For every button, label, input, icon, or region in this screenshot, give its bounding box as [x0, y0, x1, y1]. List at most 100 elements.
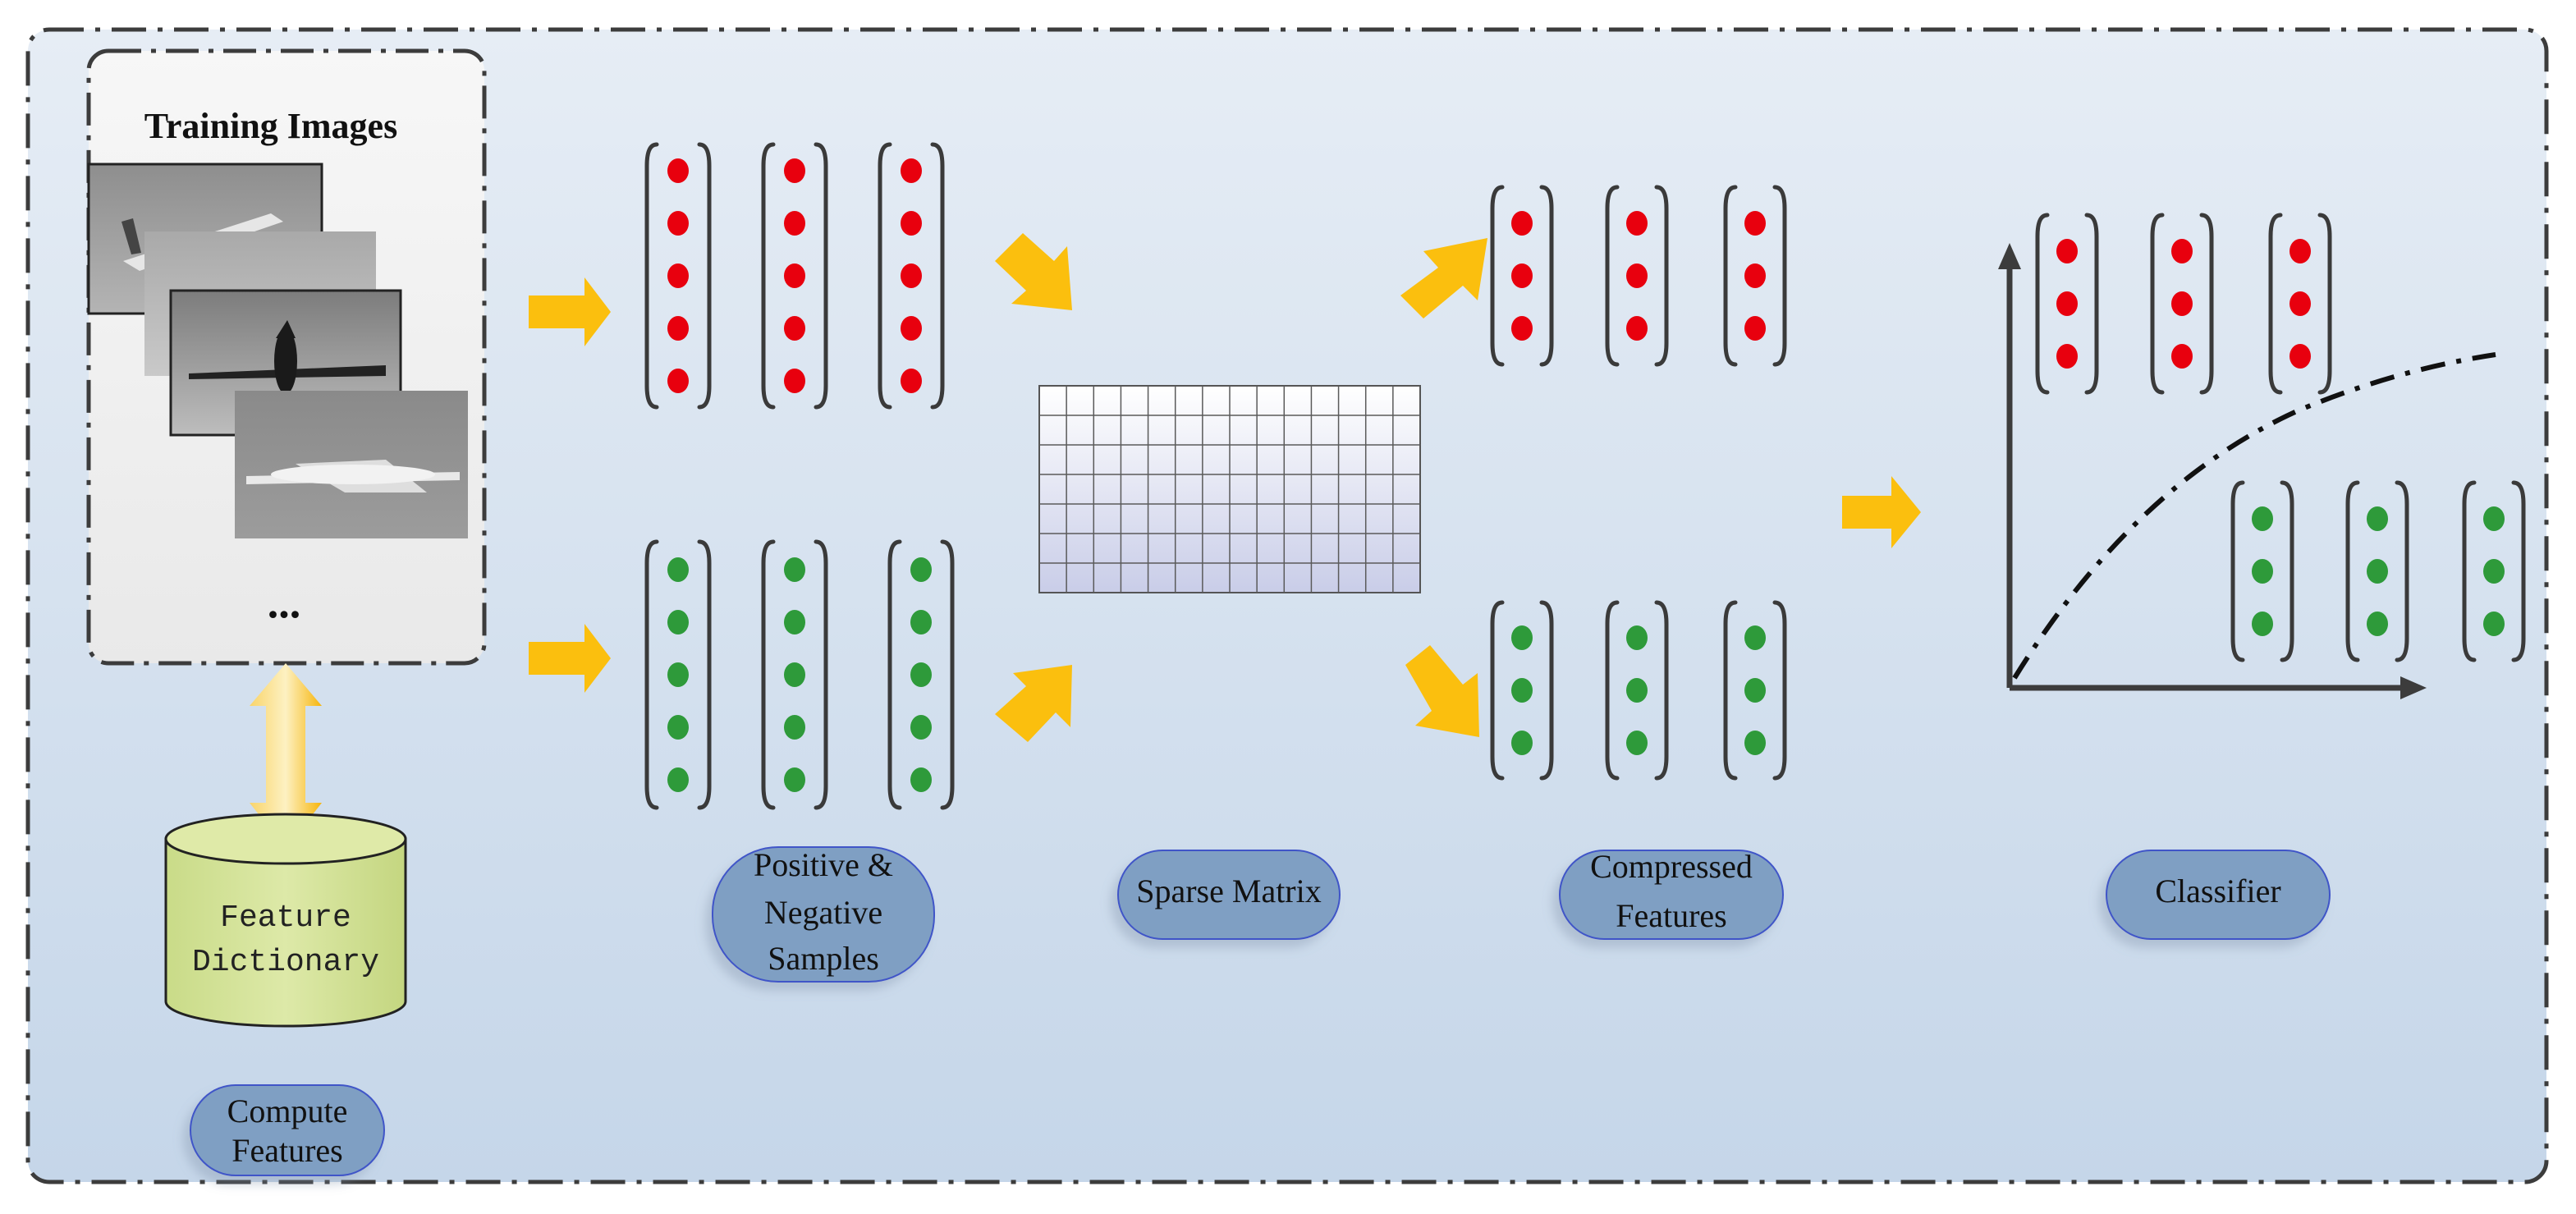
feature-dot [2367, 559, 2388, 584]
feature-dot [784, 316, 805, 341]
classifier-axes [1998, 243, 2427, 699]
classifier-positive-cluster [2035, 213, 2332, 395]
feature-dot [901, 263, 922, 288]
training-images-panel: Training Images ... [86, 48, 487, 666]
compressed-positive-features [1490, 185, 1787, 367]
feature-dot [2171, 239, 2193, 263]
feature-vector [2268, 213, 2332, 395]
feature-dot [2367, 506, 2388, 531]
feature-dot [784, 767, 805, 792]
feature-dot [1626, 263, 1648, 288]
feature-dot [1744, 731, 1766, 755]
svg-text:Compute: Compute [227, 1093, 348, 1129]
feature-dot [784, 158, 805, 183]
feature-dot [667, 263, 689, 288]
feature-dot [910, 557, 932, 582]
sparse-matrix-grid [1038, 385, 1421, 593]
feature-dot [2171, 291, 2193, 316]
right-arrow-icon [995, 233, 1072, 310]
feature-dot [1626, 316, 1648, 341]
feature-dot [784, 662, 805, 687]
svg-text:Samples: Samples [768, 940, 879, 977]
feature-dictionary-label: Dictionary [192, 945, 379, 980]
feature-dot [1511, 678, 1533, 703]
feature-dot [901, 211, 922, 236]
feature-dot [667, 610, 689, 634]
feature-vector [2462, 480, 2526, 662]
classifier-negative-cluster [2230, 480, 2526, 662]
svg-text:Features: Features [231, 1132, 343, 1169]
feature-dot [2252, 612, 2273, 636]
feature-dot [901, 158, 922, 183]
feature-dot [667, 369, 689, 393]
feature-dot [2367, 612, 2388, 636]
feature-vector [2345, 480, 2409, 662]
feature-dot [1744, 625, 1766, 650]
feature-dictionary-label: Feature [220, 900, 351, 936]
feature-dot [667, 715, 689, 740]
right-arrow-icon [529, 624, 611, 693]
feature-vector [1490, 185, 1554, 367]
compressed-features-label: Compressed Features [1559, 848, 1784, 940]
feature-dot [784, 610, 805, 634]
airplane-photo [235, 391, 468, 538]
feature-dot [2483, 612, 2505, 636]
feature-vector [1605, 600, 1669, 781]
compressed-negative-features [1490, 600, 1787, 781]
feature-vector [1723, 600, 1787, 781]
feature-vector [1723, 185, 1787, 367]
feature-dot [2252, 559, 2273, 584]
svg-text:Classifier: Classifier [2155, 873, 2280, 909]
feature-vector [887, 539, 955, 810]
feature-dot [910, 715, 932, 740]
feature-dot [1511, 731, 1533, 755]
feature-dot [1626, 211, 1648, 236]
feature-vector [1605, 185, 1669, 367]
positive-negative-samples-label: Positive & Negative Samples [712, 846, 935, 983]
svg-text:Positive &: Positive & [754, 846, 893, 883]
feature-dot [1511, 211, 1533, 236]
feature-dot [667, 316, 689, 341]
negative-samples [644, 539, 955, 810]
feature-dot [784, 715, 805, 740]
feature-dot [667, 767, 689, 792]
decision-boundary [2012, 352, 2496, 680]
feature-dot [784, 211, 805, 236]
feature-dot [1511, 316, 1533, 341]
feature-vector [761, 539, 828, 810]
sparse-matrix-label: Sparse Matrix [1117, 850, 1341, 940]
right-arrow-icon [1405, 645, 1479, 737]
right-arrow-icon [1400, 238, 1487, 318]
feature-dot [2056, 239, 2078, 263]
feature-vector [644, 142, 712, 410]
training-images-title: Training Images [144, 106, 397, 146]
feature-vector [2150, 213, 2214, 395]
feature-dot [1744, 678, 1766, 703]
feature-dot [1744, 211, 1766, 236]
feature-dot [2290, 291, 2311, 316]
feature-dot [2483, 506, 2505, 531]
right-arrow-icon [529, 277, 611, 346]
feature-dot [2056, 291, 2078, 316]
feature-dot [2056, 344, 2078, 369]
feature-dot [667, 158, 689, 183]
feature-dot [1626, 678, 1648, 703]
feature-dot [1626, 625, 1648, 650]
compute-features-label: Compute Features [190, 1084, 385, 1176]
feature-dot [2483, 559, 2505, 584]
feature-vector [2230, 480, 2294, 662]
more-images-ellipsis: ... [268, 578, 301, 627]
feature-dot [1511, 625, 1533, 650]
feature-dot [784, 263, 805, 288]
svg-text:Sparse Matrix: Sparse Matrix [1136, 873, 1322, 909]
feature-dot [784, 557, 805, 582]
feature-dot [910, 610, 932, 634]
feature-dot [2290, 239, 2311, 263]
feature-dot [2290, 344, 2311, 369]
feature-vector [1490, 600, 1554, 781]
feature-dot [901, 369, 922, 393]
feature-dot [1626, 731, 1648, 755]
svg-text:Compressed: Compressed [1590, 848, 1753, 885]
